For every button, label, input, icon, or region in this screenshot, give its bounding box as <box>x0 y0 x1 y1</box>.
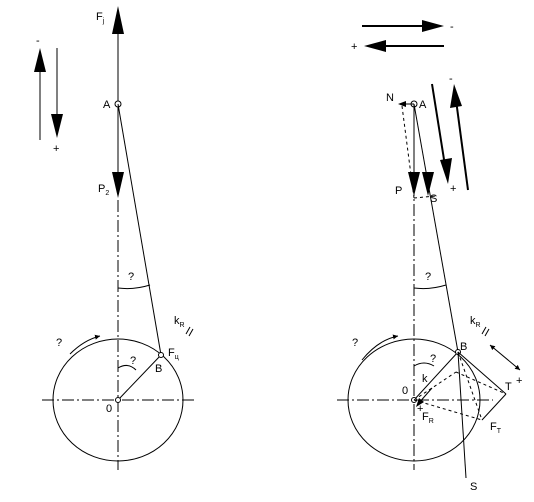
left-angle-alpha-arc <box>117 364 137 371</box>
right-label-b: B <box>460 341 467 353</box>
right-connecting-rod <box>413 103 459 353</box>
right-sign-o-plus: + <box>417 403 423 415</box>
right-label-o: 0 <box>402 385 408 397</box>
right-sign-arrow-left-head <box>364 40 386 52</box>
right-force-k-line <box>413 371 457 401</box>
right-sign-minus: - <box>450 21 454 33</box>
right-sign-arrow-down-rod <box>431 83 447 173</box>
left-point-o <box>115 397 121 403</box>
right-t-direction-arrow <box>489 344 521 371</box>
right-kr-tick-2 <box>484 328 490 337</box>
right-sign-a-plus: + <box>450 183 456 195</box>
left-sign-minus: - <box>36 35 40 47</box>
right-force-p-head <box>408 172 420 196</box>
left-label-o: 0 <box>106 403 112 415</box>
right-label-n: N <box>386 92 394 104</box>
left-sign-plus: + <box>53 143 59 155</box>
left-label-beta: ? <box>128 271 134 283</box>
right-angle-beta-arc <box>413 284 447 290</box>
right-label-a: A <box>419 99 427 111</box>
right-label-beta: ? <box>425 271 431 283</box>
left-rotation-arrow <box>69 334 101 355</box>
left-label-omega: ? <box>56 337 62 349</box>
left-label-fc: Fц <box>168 347 179 361</box>
right-label-fr: FR <box>422 411 434 425</box>
left-label-fj: Fj <box>96 11 105 25</box>
right-label-s-top: S <box>430 193 437 205</box>
right-angle-alpha-arc <box>413 362 435 367</box>
left-sign-arrow-up-head <box>34 48 46 72</box>
right-force-parallelogram-bottom <box>413 195 437 199</box>
right-sign-t-plus: + <box>516 375 522 387</box>
right-sign-a-minus: - <box>449 73 453 85</box>
right-label-k: k <box>422 373 428 385</box>
left-point-b <box>158 352 164 358</box>
right-force-k-t-dash <box>455 371 507 395</box>
right-label-t: T <box>505 381 512 393</box>
right-sign-arrow-up-rod-head <box>450 84 462 108</box>
right-sign-arrow-down-rod-head <box>440 158 452 184</box>
left-crank <box>117 354 162 401</box>
right-label-p: P <box>395 185 402 197</box>
right-label-omega: ? <box>352 337 358 349</box>
left-sign-arrow-down-head <box>51 114 63 138</box>
left-diagram: - + Fj P2 A ? 0 B ? ? <box>34 6 194 470</box>
right-sign-arrow-up-rod <box>455 99 469 191</box>
right-force-t-line <box>457 351 507 395</box>
right-label-kr: kR <box>470 315 481 329</box>
right-force-s-lower <box>457 351 467 479</box>
right-label-ft: FT <box>490 421 502 435</box>
right-force-n-head <box>398 101 406 107</box>
left-connecting-rod <box>117 103 162 356</box>
left-label-b: B <box>155 363 162 375</box>
left-label-kr: kR <box>174 315 185 329</box>
left-kr-tick-1 <box>185 326 191 335</box>
left-label-a: A <box>103 99 111 111</box>
right-force-ft-side <box>481 393 507 421</box>
right-label-alpha: ? <box>430 353 436 365</box>
left-force-p2-head <box>112 172 124 198</box>
right-sign-plus: + <box>351 41 357 53</box>
right-kr-tick-1 <box>481 326 487 335</box>
right-label-s-bottom: S <box>470 481 477 493</box>
left-kr-tick-2 <box>188 328 194 337</box>
right-sign-arrow-right-head <box>422 20 444 32</box>
right-force-resultant <box>457 351 483 421</box>
right-force-fr-head <box>416 398 424 407</box>
left-label-p2: P2 <box>98 183 109 197</box>
right-rotation-arrow <box>361 334 399 361</box>
left-angle-beta-arc <box>117 284 151 290</box>
left-force-fj-head <box>112 6 124 34</box>
right-crank <box>413 351 459 401</box>
right-diagram: - + A N P S - + ? <box>337 20 522 493</box>
left-label-alpha: ? <box>130 355 136 367</box>
